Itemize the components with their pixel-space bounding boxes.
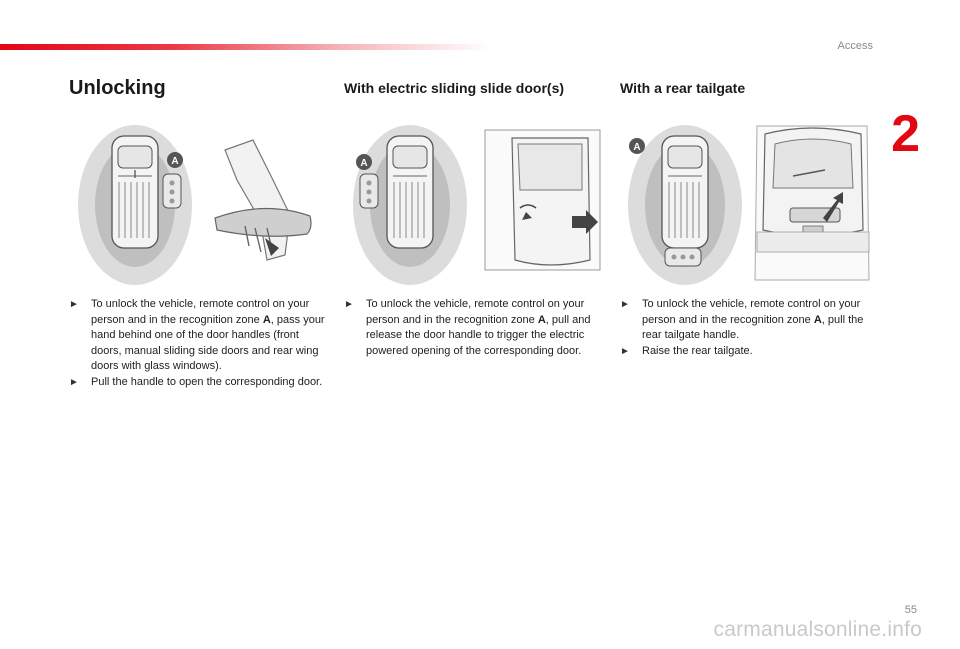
- remote-key-icon: [664, 247, 702, 267]
- van-top-view-icon: [111, 135, 159, 249]
- bullet-item: ►Pull the handle to open the correspondi…: [69, 375, 329, 391]
- sliding-door-icon: [484, 129, 601, 271]
- illustration-rear-tailgate: A: [628, 125, 870, 285]
- heading-unlocking: Unlocking: [69, 77, 166, 99]
- remote-key-icon: [359, 173, 379, 209]
- column-rear-tailgate: With a rear tailgate: [620, 76, 885, 96]
- page-number: 55: [904, 604, 917, 616]
- watermark-text: carmanualsonline.info: [713, 618, 922, 641]
- bullet-item: ►Raise the rear tailgate.: [620, 344, 880, 360]
- text-unlocking: ►To unlock the vehicle, remote control o…: [69, 297, 329, 390]
- zone-a-badge: A: [629, 138, 645, 154]
- bullet-arrow-icon: ►: [69, 376, 79, 388]
- section-title: Access: [837, 40, 873, 52]
- text-sliding-door: ►To unlock the vehicle, remote control o…: [344, 297, 604, 359]
- bullet-arrow-icon: ►: [69, 299, 79, 310]
- van-top-view-icon: [386, 135, 434, 249]
- bullet-item: ►To unlock the vehicle, remote control o…: [69, 298, 325, 372]
- hand-on-handle-icon: [214, 139, 312, 261]
- bullet-arrow-icon: ►: [620, 299, 630, 310]
- chapter-number: 2: [891, 105, 920, 163]
- heading-rear-tailgate: With a rear tailgate: [620, 80, 746, 96]
- heading-sliding-door: With electric sliding slide door(s): [344, 80, 565, 96]
- column-unlocking: Unlocking: [69, 76, 334, 100]
- illustration-sliding-door: A: [353, 125, 601, 285]
- bullet-arrow-icon: ►: [344, 299, 354, 310]
- header-accent-bar: [0, 44, 490, 50]
- zone-a-badge: A: [167, 152, 183, 168]
- van-top-view-icon: [661, 135, 709, 249]
- svg-text:A: A: [171, 156, 178, 167]
- illustration-unlocking: A: [78, 125, 312, 285]
- zone-a-badge: A: [356, 154, 372, 170]
- svg-text:A: A: [360, 158, 367, 169]
- text-rear-tailgate: ►To unlock the vehicle, remote control o…: [620, 297, 880, 359]
- rear-tailgate-icon: [754, 125, 870, 281]
- bullet-item: ►To unlock the vehicle, remote control o…: [344, 298, 591, 357]
- svg-text:A: A: [633, 142, 640, 153]
- column-sliding-door: With electric sliding slide door(s): [344, 76, 609, 96]
- bullet-arrow-icon: ►: [620, 345, 630, 357]
- bullet-item: ►To unlock the vehicle, remote control o…: [620, 298, 864, 341]
- remote-key-icon: [162, 173, 182, 209]
